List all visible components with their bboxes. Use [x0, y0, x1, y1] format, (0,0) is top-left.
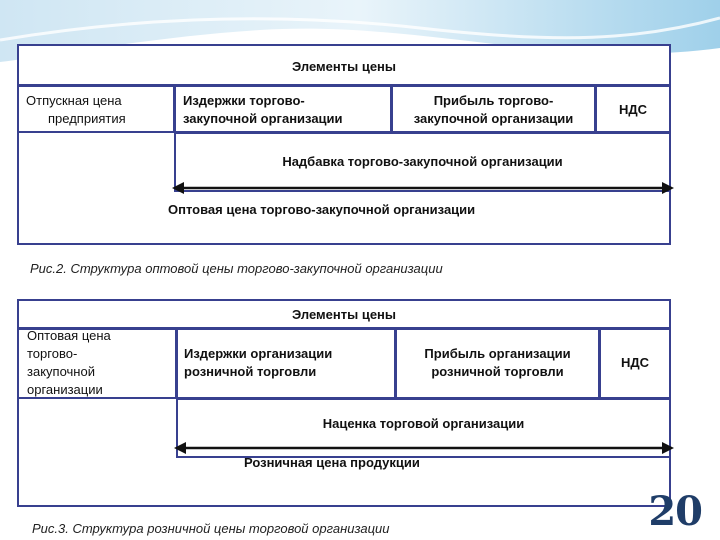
page-number: 20: [648, 488, 703, 535]
diagram1-caption: Рис.2. Структура оптовой цены торгово-за…: [30, 261, 443, 276]
diagram2-col3-line2: розничной торговли: [431, 364, 564, 379]
diagram1-col3-line1: Прибыль торгово-: [433, 93, 554, 108]
diagram2-vat: НДС: [620, 355, 650, 370]
diagram2-col4-box: [599, 328, 671, 399]
diagram1-vat: НДС: [618, 102, 648, 117]
diagram1-markup-box: [174, 132, 671, 192]
diagram1-col1-line2: предприятия: [48, 111, 126, 126]
diagram2-markup: Наценка торговой организации: [322, 416, 525, 431]
diagram2-col3-line1: Прибыль организации: [424, 346, 571, 361]
diagram2-col2-box: [176, 328, 396, 399]
diagram1-col1-box: [17, 85, 175, 133]
diagram1-span-arrow: [172, 182, 674, 194]
diagram1-col1-line1: Отпускная цена: [26, 93, 122, 108]
diagram1-header: Элементы цены: [291, 59, 397, 74]
diagram2-col3-box: [395, 328, 600, 399]
diagram2-header-box: [17, 299, 671, 329]
diagram1-col2-line2: закупочной организации: [183, 111, 343, 126]
diagram1-markup: Надбавка торгово-закупочной организации: [282, 154, 563, 169]
diagram1-col3-line2: закупочной организации: [413, 111, 574, 126]
diagram2-col2-line1: Издержки организации: [184, 346, 333, 361]
diagram1-col4-box: [595, 85, 671, 133]
diagram2-caption: Рис.3. Структура розничной цены торговой…: [32, 521, 390, 536]
diagram2-col2-line2: розничной торговли: [184, 364, 317, 379]
diagram2-span-arrow: [174, 442, 674, 454]
diagram2-price: Розничная цена продукции: [244, 455, 420, 470]
diagram2-col1-line2: торгово-: [27, 346, 78, 361]
diagram1-col2-line1: Издержки торгово-: [183, 93, 305, 108]
diagram2-header: Элементы цены: [291, 307, 397, 322]
diagram2-col1-line4: организации: [27, 382, 103, 397]
diagram1-price: Оптовая цена торгово-закупочной организа…: [168, 202, 476, 217]
diagram2-col1-line1: Оптовая цена: [27, 328, 111, 343]
diagram2-col1-line3: закупочной: [27, 364, 95, 379]
diagram1-col2-box: [174, 85, 392, 133]
diagram2-col1-box: [17, 328, 177, 399]
